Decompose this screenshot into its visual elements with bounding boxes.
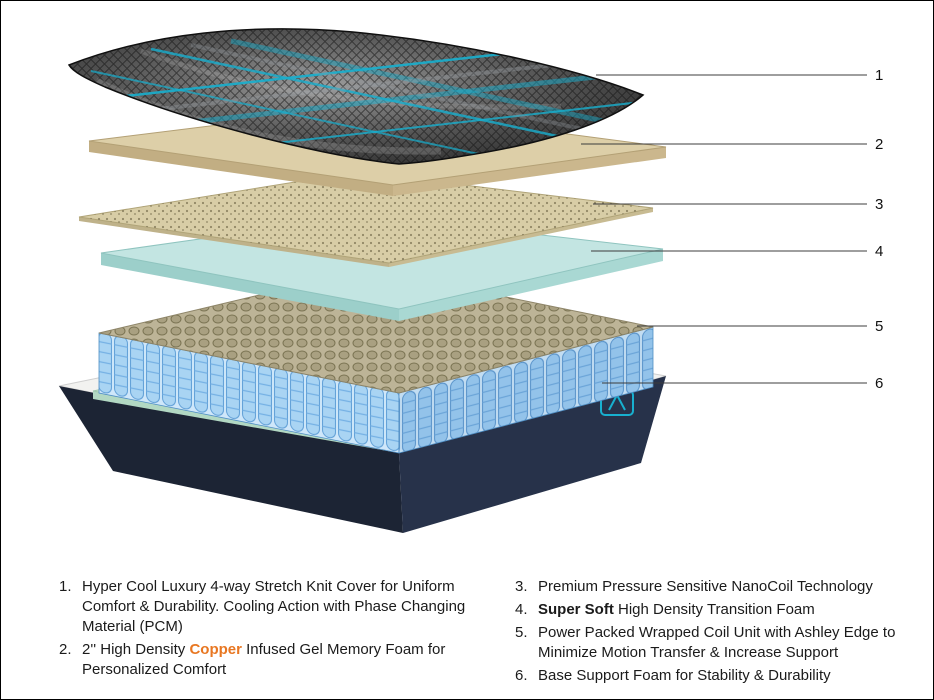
nanocoil-top-pattern: [79, 172, 653, 263]
legend-number-6: 6.: [515, 667, 528, 685]
memory-foam-side-left: [89, 141, 393, 196]
callout-number-4: 4: [875, 243, 883, 260]
callout-number-1: 1: [875, 67, 883, 84]
legend-text-2-pre: 2'' High Density: [82, 641, 190, 659]
nanocoil-side-left: [79, 217, 389, 267]
legend-item-2: 2. 2'' High Density Copper Infused Gel M…: [59, 640, 507, 680]
memory-foam-side-right: [393, 147, 666, 196]
legend-text-1: Hyper Cool Luxury 4-way Stretch Knit Cov…: [82, 578, 466, 636]
callout-lines: [581, 74, 867, 384]
legend-column-left: 1. Hyper Cool Luxury 4-way Stretch Knit …: [59, 577, 507, 680]
legend-text-2: 2'' High Density Copper Infused Gel Memo…: [82, 640, 507, 680]
legend-item-4: 4. Super Soft High Density Transition Fo…: [515, 600, 917, 620]
transition-foam-side-right: [399, 249, 663, 321]
legend-item-3: 3. Premium Pressure Sensitive NanoCoil T…: [515, 577, 917, 597]
callout-numbers: 1 2 3 4 5 6: [875, 67, 883, 392]
legend-item-1: 1. Hyper Cool Luxury 4-way Stretch Knit …: [59, 577, 507, 637]
callout-number-3: 3: [875, 196, 883, 213]
legend-column-right: 3. Premium Pressure Sensitive NanoCoil T…: [515, 577, 917, 686]
legend-number-4: 4.: [515, 601, 528, 619]
legend-text-4-bold: Super Soft: [538, 601, 614, 619]
callout-number-6: 6: [875, 375, 883, 392]
legend-text-5: Power Packed Wrapped Coil Unit with Ashl…: [538, 624, 896, 662]
legend-text-4: Super Soft High Density Transition Foam: [538, 600, 917, 620]
base-side-right: [399, 376, 666, 533]
base-side-left: [59, 386, 403, 533]
mattress-exploded-diagram: 1 2 3 4 5 6: [58, 28, 883, 533]
legend-number-3: 3.: [515, 578, 528, 595]
legend-text-4-rest: High Density Transition Foam: [613, 601, 815, 619]
coil-unit-layer: [98, 268, 654, 454]
legend-number-1: 1.: [59, 578, 72, 595]
legend-item-5: 5. Power Packed Wrapped Coil Unit with A…: [515, 623, 917, 663]
legend-number-2: 2.: [59, 641, 72, 659]
legend-text-2-post: Infused Gel Memory Foam for Personalized…: [82, 641, 446, 679]
legend-number-5: 5.: [515, 624, 528, 642]
callout-number-5: 5: [875, 318, 883, 335]
cover-outline: [67, 28, 645, 165]
legend-text-6: Base Support Foam for Stability & Durabi…: [538, 667, 831, 685]
callout-number-2: 2: [875, 136, 883, 153]
transition-foam-side-left: [101, 253, 399, 321]
legend-item-6: 6. Base Support Foam for Stability & Dur…: [515, 666, 917, 686]
nanocoil-side-right: [389, 208, 653, 267]
nanocoil-layer: [78, 171, 654, 267]
legend-text-2-copper: Copper: [189, 641, 242, 659]
legend-text-3: Premium Pressure Sensitive NanoCoil Tech…: [538, 578, 873, 595]
